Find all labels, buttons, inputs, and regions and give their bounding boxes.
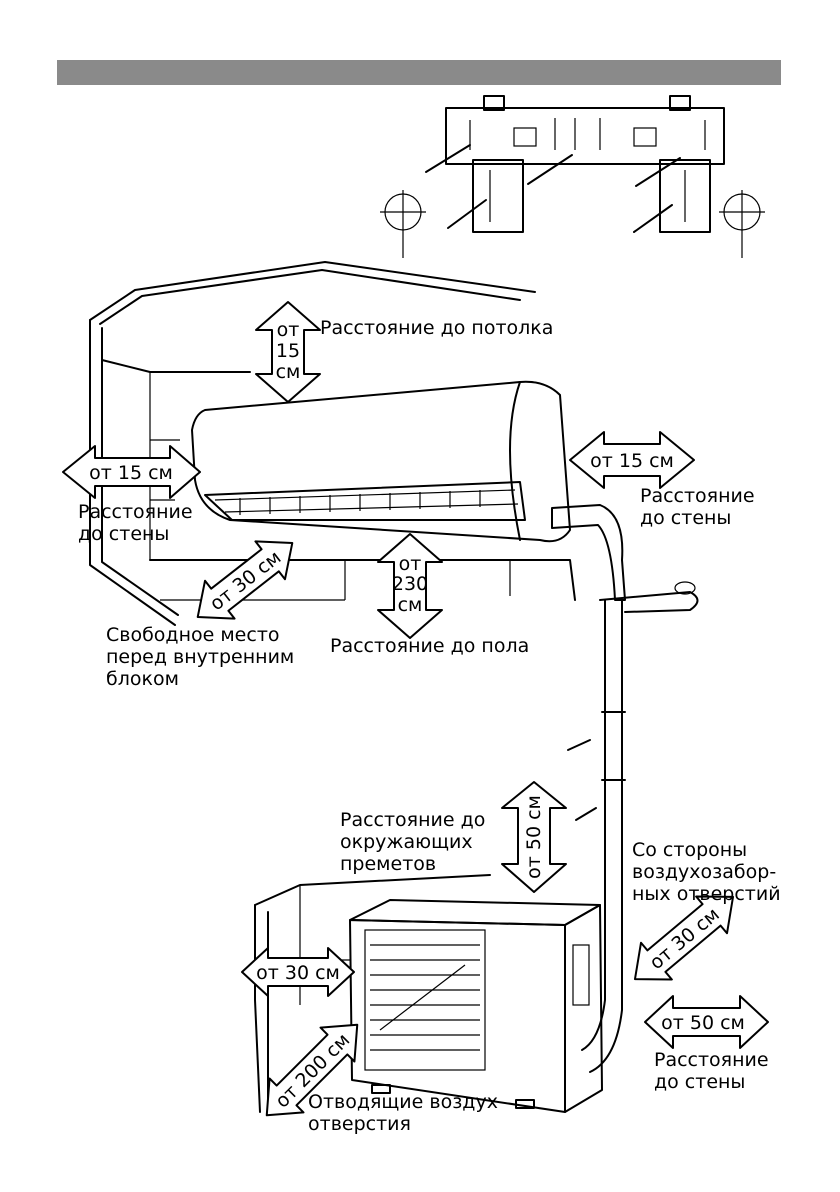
ceiling-distance-text: Расстояние до потолка [320,317,553,339]
outdoor-left-arrow-label: от 30 см [256,962,340,984]
ceiling-distance-arrow [255,301,321,403]
front-clearance-arrow [196,540,294,620]
intake-text-1: Со стороны [632,839,747,861]
right-wall-arrow-label: от 15 см [590,450,674,472]
front-clearance-text-3: блоком [106,668,179,690]
front-clearance-text-1: Свободное место [106,624,280,646]
outdoor-left-distance-arrow [241,947,355,997]
left-wall-arrow-label: от 15 см [89,462,173,484]
outdoor-unit-drawing [349,899,603,1113]
floor-distance-text: Расстояние до пола [330,635,529,657]
indoor-unit-drawing [191,380,571,543]
left-wall-text-2: до стены [78,523,169,545]
intake-arrow-label: от 30 см [646,903,724,974]
outdoor-right-text-2: до стены [654,1071,745,1093]
intake-text-3: ных отверстий [632,883,781,905]
outdoor-top-distance-arrow [501,781,567,893]
outdoor-right-arrow-label: от 50 см [661,1012,745,1034]
outdoor-right-distance-arrow [644,995,769,1049]
front-clearance-arrow-label: от 30 см [206,546,286,615]
floor-arrow-label-2: 230 [392,573,428,595]
right-wall-text-1: Расстояние [640,485,755,507]
front-clearance-text-2: перед внутренним [106,646,294,668]
ceiling-arrow-label-2: 15 [276,340,300,362]
right-wall-distance-arrow [569,431,695,489]
intake-distance-arrow [633,895,735,981]
outdoor-top-text-2: окружающих [340,831,473,853]
floor-arrow-label-1: от [399,553,422,575]
outdoor-right-text-1: Расстояние [654,1049,769,1071]
ceiling-arrow-label-3: см [276,361,301,383]
floor-arrow-label-3: см [398,594,423,616]
mounting-plate-drawing [380,95,765,258]
exhaust-text-1: Отводящие воздух [308,1091,498,1113]
intake-text-2: воздухозабор- [632,861,776,883]
piping-drawing [551,504,699,1073]
left-wall-text-1: Расстояние [78,501,193,523]
outdoor-top-text-1: Расстояние до [340,809,485,831]
left-wall-distance-arrow [62,445,201,499]
outdoor-top-text-3: преметов [340,853,436,875]
section-header-bar [57,60,781,85]
outdoor-top-arrow-label: от 50 см [523,795,545,879]
ceiling-arrow-label-1: от [277,319,300,341]
exhaust-text-2: отверстия [308,1113,411,1135]
right-wall-text-2: до стены [640,507,731,529]
outdoor-wall-drawing [254,874,491,1113]
floor-distance-arrow [377,533,443,639]
outdoor-front-distance-arrow [265,1023,359,1117]
